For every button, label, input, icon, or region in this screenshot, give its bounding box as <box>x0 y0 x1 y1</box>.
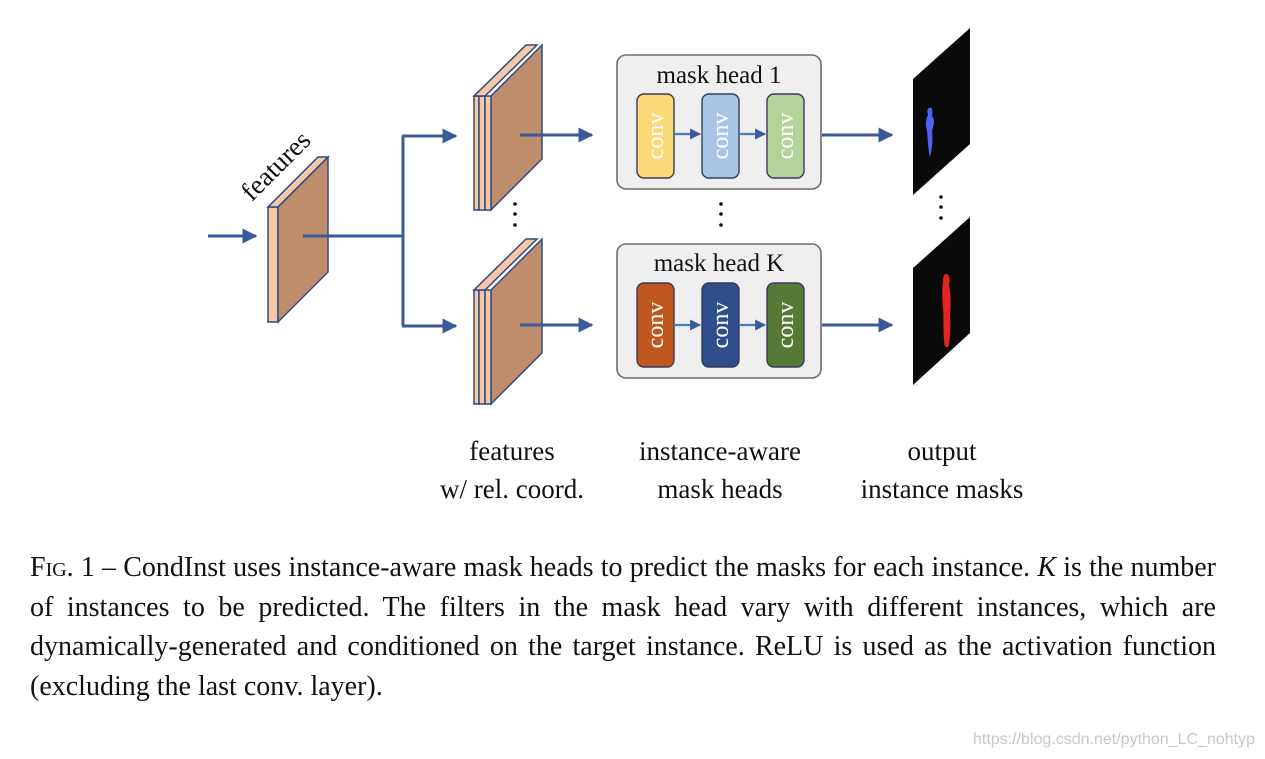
feature-map-coord-k <box>472 237 543 406</box>
column-label-mask-heads-line2: mask heads <box>657 474 783 504</box>
mask-head-k: mask head K conv conv conv <box>616 243 822 379</box>
column-label-output-line2: instance masks <box>860 474 1024 504</box>
output-mask-k <box>913 217 970 385</box>
conv-1-2-label: conv <box>708 113 734 160</box>
caption-dash: – <box>94 552 124 583</box>
conv-k-2-label: conv <box>708 302 734 349</box>
mask-head-k-title: mask head K <box>654 250 785 277</box>
caption-text-1: CondInst uses instance-aware mask heads … <box>123 552 1038 583</box>
ellipsis-masks <box>939 195 943 220</box>
conv-1-2 <box>701 93 740 179</box>
conv-k-1-label: conv <box>643 302 669 349</box>
column-label-features-line2: w/ rel. coord. <box>440 474 584 504</box>
column-label-output: output instance masks <box>832 432 1052 508</box>
figure-label: Fig. 1 <box>30 552 95 583</box>
ellipsis-features <box>513 202 517 227</box>
column-label-mask-heads-line1: instance-aware <box>639 436 801 466</box>
output-mask-1 <box>913 28 970 195</box>
column-label-features-line1: features <box>469 436 555 466</box>
conv-k-3-label: conv <box>773 302 799 349</box>
condinst-diagram: features mask head 1 <box>208 28 970 406</box>
column-label-output-line1: output <box>907 436 977 466</box>
conv-1-1 <box>636 93 675 179</box>
conv-k-2 <box>701 282 740 368</box>
conv-k-1 <box>636 282 675 368</box>
mask-k-instance <box>942 273 951 348</box>
conv-k-3 <box>766 282 805 368</box>
figure-caption: Fig. 1 – CondInst uses instance-aware ma… <box>30 548 1216 706</box>
mask-head-1: mask head 1 conv conv conv <box>616 54 822 190</box>
ellipsis-heads <box>719 202 723 227</box>
split-connector <box>303 128 458 334</box>
conv-1-1-label: conv <box>643 113 669 160</box>
feature-map-coord-1 <box>472 43 543 212</box>
conv-1-3-label: conv <box>773 113 799 160</box>
input-feature-map <box>266 155 330 324</box>
conv-1-3 <box>766 93 805 179</box>
caption-text-2: is the number of instances to be predict… <box>30 552 1217 702</box>
watermark-url: https://blog.csdn.net/python_LC_nohtyp <box>973 731 1255 748</box>
mask-head-1-title: mask head 1 <box>657 62 782 89</box>
column-label-features: features w/ rel. coord. <box>412 432 612 508</box>
caption-k-symbol: K <box>1037 552 1057 583</box>
column-label-mask-heads: instance-aware mask heads <box>610 432 830 508</box>
mask-1-instance <box>925 107 934 157</box>
